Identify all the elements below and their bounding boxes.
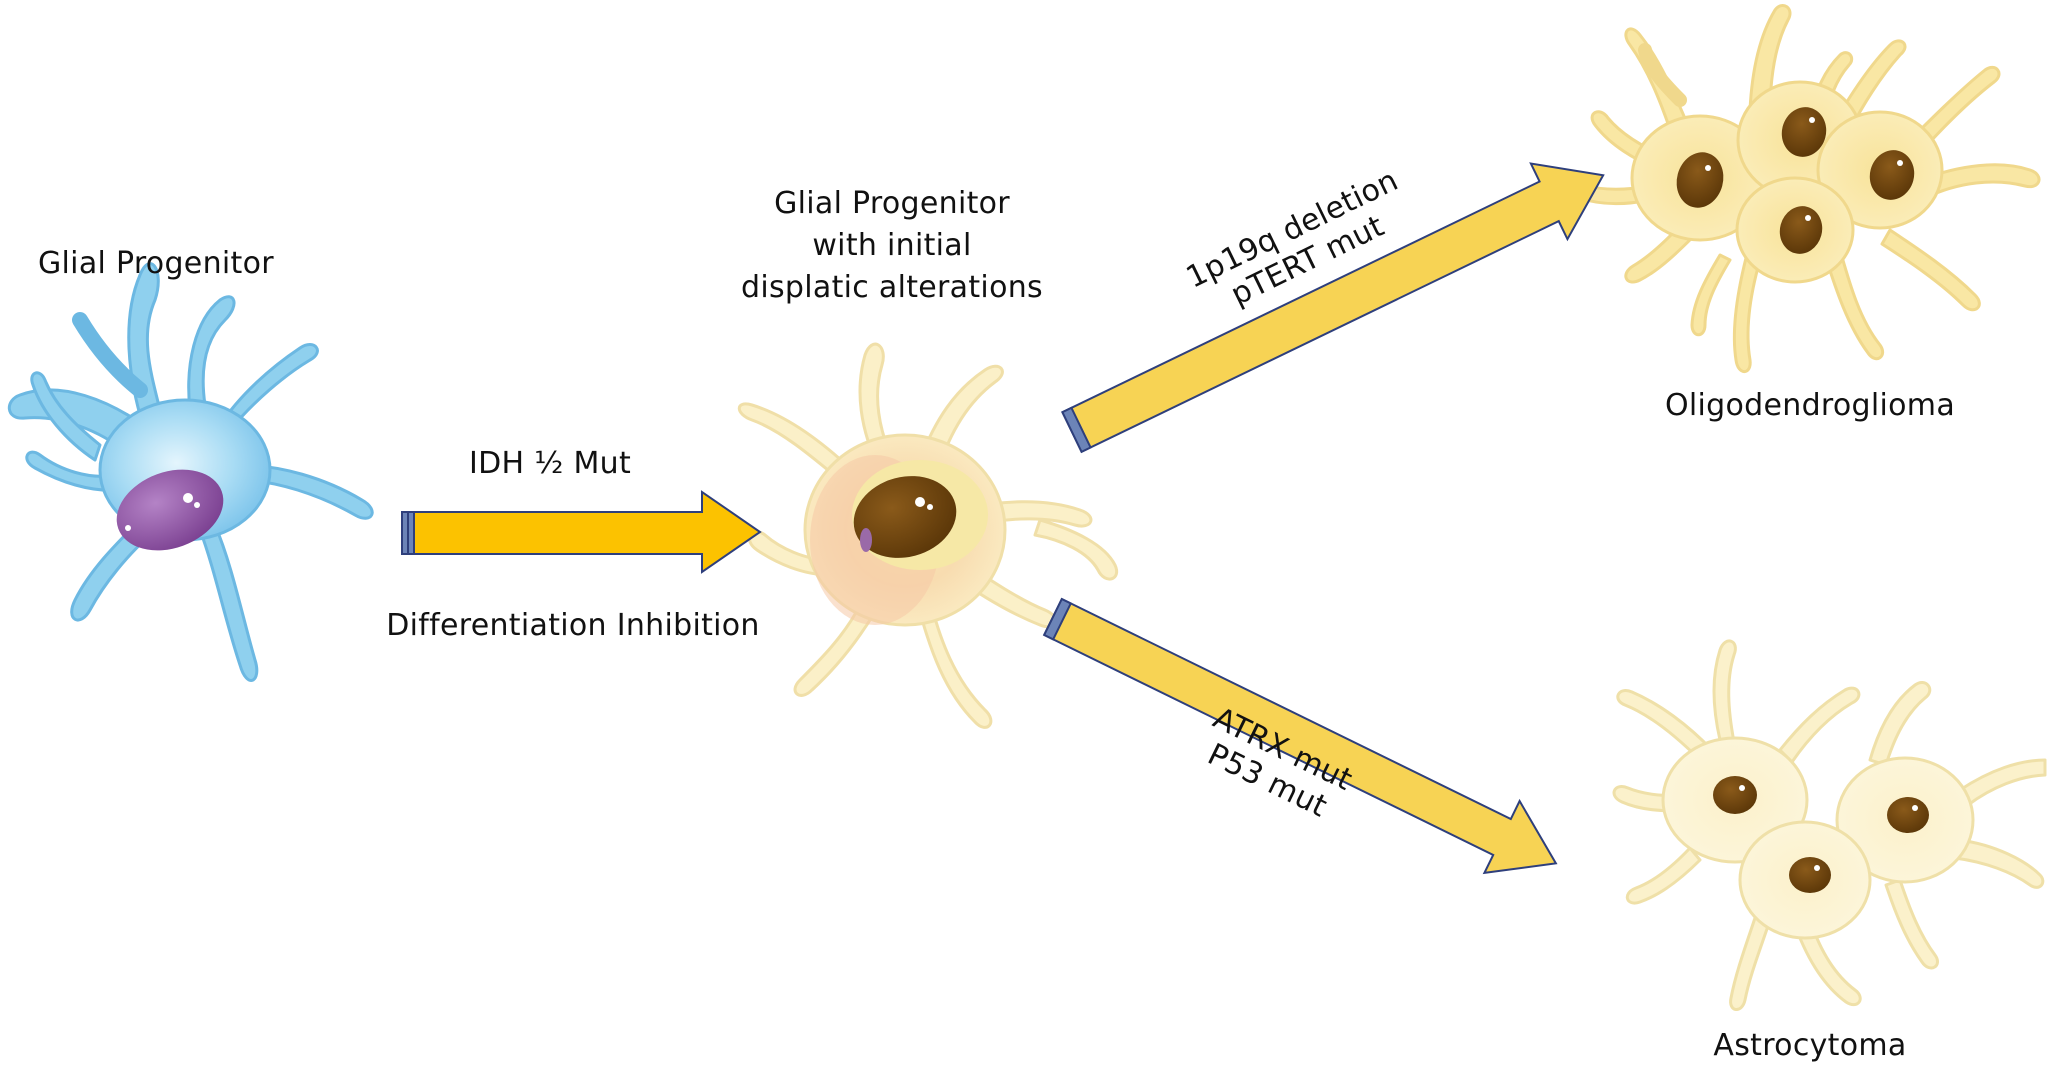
dysplastic-label-line3: displatic alterations <box>741 270 1043 305</box>
astrocytoma-branch-arrow <box>1042 597 1558 875</box>
oligodendroglioma-branch-arrow <box>1061 162 1605 454</box>
dysplastic-label-line2: with initial <box>812 228 972 263</box>
oligodendroglioma-cell-cluster <box>1569 4 2041 374</box>
differentiation-inhibition-label: Differentiation Inhibition <box>386 608 760 643</box>
glial-progenitor-cell <box>7 262 374 682</box>
progenitor-label: Glial Progenitor <box>38 246 274 281</box>
astrocytoma-label: Astrocytoma <box>1713 1028 1907 1063</box>
idh-mutation-arrow <box>401 490 762 574</box>
astrocytoma-cell-cluster <box>1612 639 2047 1011</box>
dysplastic-label-line1: Glial Progenitor <box>774 186 1010 221</box>
oligodendroglioma-label: Oligodendroglioma <box>1664 388 1956 423</box>
dysplastic-progenitor-cell <box>737 342 1119 729</box>
idh-mutation-label: IDH ½ Mut <box>468 446 632 481</box>
